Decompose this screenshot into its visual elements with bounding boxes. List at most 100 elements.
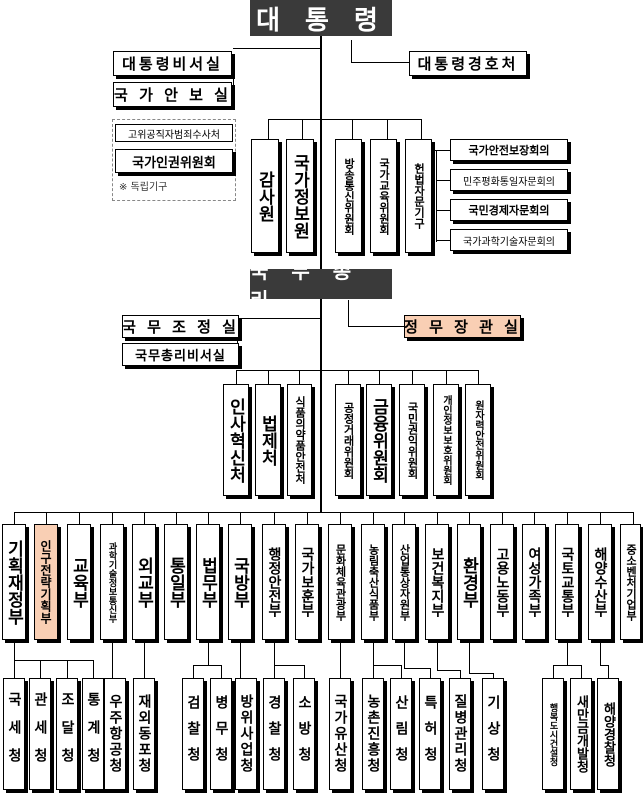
ministry-label: 보건복지부 [429,547,445,617]
council-science-label: 국가과학기술자문회의 [463,236,555,248]
national-security-office-label: 국 가 안 보 실 [114,86,231,104]
ministry-label: 과학기술정보통신부 [106,541,117,623]
constitutional-advisory-box: 헌법자문기구 [405,139,432,253]
pm-agency-legislation-label: 법제처 [257,414,278,466]
agency-statistics: 통계청 [82,678,104,790]
agency-label: 국세청 [6,692,22,776]
ministry-agriculture-food: 농림축산식품부 [361,524,385,640]
agency-label: 새만금개발청 [573,695,589,773]
agency-meteorological: 기상청 [482,678,504,790]
pm-agency-personnel-label: 인사혁신처 [225,397,246,483]
agency-label: 국가유산청 [332,694,348,774]
agency-coast-guard: 해양경찰청 [597,678,619,790]
national-security-office-box: 국 가 안 보 실 [113,82,232,107]
board-of-audit-box: 감사원 [251,139,279,253]
pm-agency-privacy: 개인정보보호위원회 [433,384,459,496]
ministry-label: 인구전략기획부 [38,540,53,624]
pm-agency-food-drug: 식품의약품안전처 [287,384,312,496]
ministry-interior-safety: 행정안전부 [262,524,286,640]
pm-agency-fair-trade-label: 공정거래위원회 [342,401,355,479]
agency-label: 기상청 [485,695,501,773]
agency-police: 경찰청 [263,678,285,790]
ministry-label: 국가보훈부 [299,547,315,617]
ministry-environment: 환경부 [457,524,481,640]
pm-agency-personnel: 인사혁신처 [223,384,249,496]
ministry-label: 문화체육관광부 [334,543,347,621]
agency-label: 검찰청 [185,695,201,773]
ministry-smes-startups: 중소벤처기업부 [620,524,641,640]
agency-fire: 소방청 [293,678,315,790]
board-of-audit-label: 감사원 [254,170,275,222]
pm-agency-fair-trade: 공정거래위원회 [335,384,361,496]
nis-label: 국가정보원 [289,153,310,239]
agency-disease-control: 질병관리청 [449,678,471,790]
education-commission-box: 국가교육위원회 [370,139,397,253]
agency-label: 관세청 [32,692,48,776]
agency-label: 행복도시건설청 [547,702,558,766]
agency-defense-acquisition: 방위사업청 [235,678,257,790]
agency-label: 병무청 [213,695,229,773]
ministry-label: 교육부 [68,556,89,608]
ministry-education: 교육부 [67,524,91,640]
ministry-gender-family: 여성가족부 [522,524,546,640]
ministry-employment-labor: 고용노동부 [490,524,514,640]
agency-label: 우주항공청 [107,694,123,774]
ministry-population-strategy: 인구전략기획부 [34,524,58,640]
ministry-justice: 법무부 [196,524,220,640]
independent-bodies-group [112,119,236,201]
prime-minister-label: 국 무 총 리 [250,259,360,312]
pm-agency-civil-rights-label: 국민권익위원회 [406,401,419,479]
pm-agency-nuclear-label: 원자력안전위원회 [472,400,484,480]
presidential-secretariat-box: 대통령비서실 [113,51,232,76]
ministry-label: 행정안전부 [266,547,282,617]
agency-label: 통계청 [85,692,101,776]
ministry-label: 기획재정부 [3,539,24,625]
human-rights-commission-box: 국가인권위원회 [115,149,233,173]
president-label: 대 통 령 [256,5,386,36]
agency-aerospace: 우주항공청 [104,678,126,790]
pm-agency-food-drug-label: 식품의약품안전처 [293,396,307,484]
agency-prosecution: 검찰청 [182,678,204,790]
council-security-box: 국가안전보장회의 [450,139,568,161]
kcc-box: 방송통신위원회 [335,139,362,253]
ministry-unification: 통일부 [164,524,188,640]
pm-agency-nuclear: 원자력안전위원회 [465,384,491,496]
ministry-label: 해양수산부 [592,547,608,617]
political-affairs-label: 정 무 장 관 실 [404,318,521,336]
ministry-defense: 국방부 [228,524,252,640]
council-security-label: 국가안전보장회의 [468,144,550,157]
pm-agency-civil-rights: 국민권익위원회 [399,384,425,496]
ministry-label: 국방부 [229,556,250,608]
nis-box: 국가정보원 [286,139,314,253]
ministry-health-welfare: 보건복지부 [425,524,449,640]
agency-label: 조달청 [59,692,75,776]
pm-agency-legislation: 법제처 [255,384,281,496]
agency-overseas-koreans: 재외동포청 [133,678,155,790]
ministry-label: 중소벤처기업부 [624,543,638,621]
human-rights-commission-label: 국가인권위원회 [132,155,216,171]
ministry-label: 환경부 [458,556,479,608]
pm-secretariat-label: 국무총리비서실 [135,349,226,364]
ministry-label: 통일부 [165,556,186,608]
pm-agency-financial-label: 금융위원회 [368,397,389,483]
agency-label: 경찰청 [266,695,282,773]
agency-customs: 관세청 [29,678,51,790]
council-economic-label: 국민경제자문회의 [468,204,550,217]
kcc-label: 방송통신위원회 [342,157,356,235]
ministry-label: 여성가족부 [526,547,542,617]
office-for-government-policy-coordination-box: 국 무 조 정 실 [122,315,239,338]
cio-label: 고위공직자범죄수사처 [128,129,220,141]
ministry-label: 고용노동부 [494,547,510,617]
ministry-label: 농림축산식품부 [367,543,380,621]
ministry-label: 외교부 [133,556,154,608]
ministry-economy-finance: 기획재정부 [2,524,26,640]
ministry-land-transport: 국토교통부 [555,524,579,640]
pm-agency-financial: 금융위원회 [366,384,392,496]
ministry-science-ict: 과학기술정보통신부 [100,524,124,640]
agency-patent: 특허청 [419,678,441,790]
agency-procurement: 조달청 [56,678,78,790]
agency-label: 소방청 [296,695,312,773]
presidential-secretariat-label: 대통령비서실 [122,55,223,73]
pm-secretariat-box: 국무총리비서실 [122,343,239,366]
independent-note: ※ 독립기구 [119,182,168,193]
